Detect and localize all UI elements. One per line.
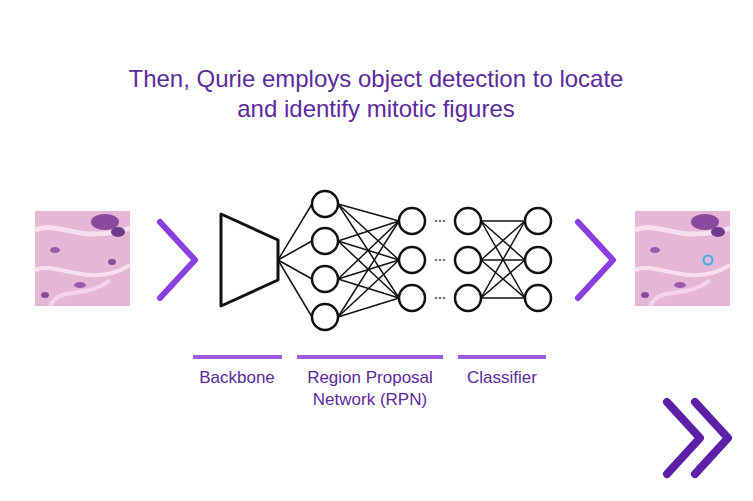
dot bbox=[435, 259, 438, 262]
next-chevron bbox=[695, 402, 728, 474]
nucleus bbox=[711, 227, 725, 237]
dot bbox=[443, 259, 446, 262]
link bbox=[481, 260, 525, 298]
label-bar bbox=[458, 355, 546, 359]
dot bbox=[439, 259, 442, 262]
dot bbox=[439, 220, 442, 223]
link bbox=[278, 204, 312, 260]
nucleus bbox=[74, 282, 86, 288]
link bbox=[338, 298, 399, 317]
label-bar bbox=[297, 355, 443, 359]
neuron bbox=[312, 228, 338, 254]
next-chevron bbox=[667, 402, 700, 474]
neuron bbox=[399, 247, 425, 273]
tissue-streak bbox=[50, 280, 110, 306]
input-tile bbox=[35, 211, 130, 306]
neuron bbox=[399, 208, 425, 234]
neuron bbox=[455, 285, 481, 311]
link bbox=[278, 260, 312, 317]
tissue-ground bbox=[35, 211, 130, 306]
tissue-streak bbox=[650, 280, 710, 306]
link bbox=[481, 220, 525, 222]
link bbox=[338, 221, 399, 241]
dot bbox=[435, 220, 438, 223]
nucleus bbox=[41, 292, 49, 298]
link bbox=[481, 221, 525, 260]
neuron bbox=[525, 208, 551, 234]
label-bar bbox=[193, 355, 282, 359]
nucleus bbox=[674, 282, 686, 288]
link bbox=[481, 297, 525, 299]
slide-title: Then, Qurie employs object detection to … bbox=[116, 64, 636, 124]
output-tile bbox=[635, 211, 730, 306]
link bbox=[278, 241, 312, 260]
link bbox=[338, 221, 399, 317]
detection-box bbox=[704, 256, 713, 265]
layer-label: Backbone bbox=[187, 367, 287, 389]
neuron bbox=[455, 247, 481, 273]
backbone-shape bbox=[221, 214, 278, 306]
dot bbox=[439, 297, 442, 300]
dot bbox=[435, 297, 438, 300]
nucleus bbox=[641, 292, 649, 298]
link bbox=[481, 221, 525, 298]
tissue-ground bbox=[635, 211, 730, 306]
nucleus bbox=[650, 247, 660, 253]
ellipsis-dots bbox=[435, 220, 446, 300]
chevron bbox=[578, 222, 613, 298]
neuron bbox=[399, 285, 425, 311]
tissue-streak bbox=[35, 265, 130, 275]
neuron bbox=[312, 191, 338, 217]
layer-label: Region Proposal Network (RPN) bbox=[290, 367, 450, 411]
dot bbox=[443, 297, 446, 300]
nucleus bbox=[111, 227, 125, 237]
neuron bbox=[525, 285, 551, 311]
link bbox=[481, 221, 525, 298]
neuron bbox=[312, 266, 338, 292]
network-links bbox=[278, 204, 525, 317]
nucleus bbox=[50, 247, 60, 253]
link bbox=[338, 260, 399, 317]
dot bbox=[443, 220, 446, 223]
layer-label: Classifier bbox=[452, 367, 552, 389]
nucleus bbox=[108, 259, 116, 265]
neurons bbox=[312, 191, 551, 330]
link bbox=[481, 260, 525, 298]
neuron bbox=[312, 304, 338, 330]
neuron bbox=[455, 208, 481, 234]
tissue-streak bbox=[635, 265, 730, 275]
link bbox=[481, 221, 525, 260]
chevron bbox=[160, 222, 195, 298]
link bbox=[338, 204, 399, 298]
neuron bbox=[525, 247, 551, 273]
